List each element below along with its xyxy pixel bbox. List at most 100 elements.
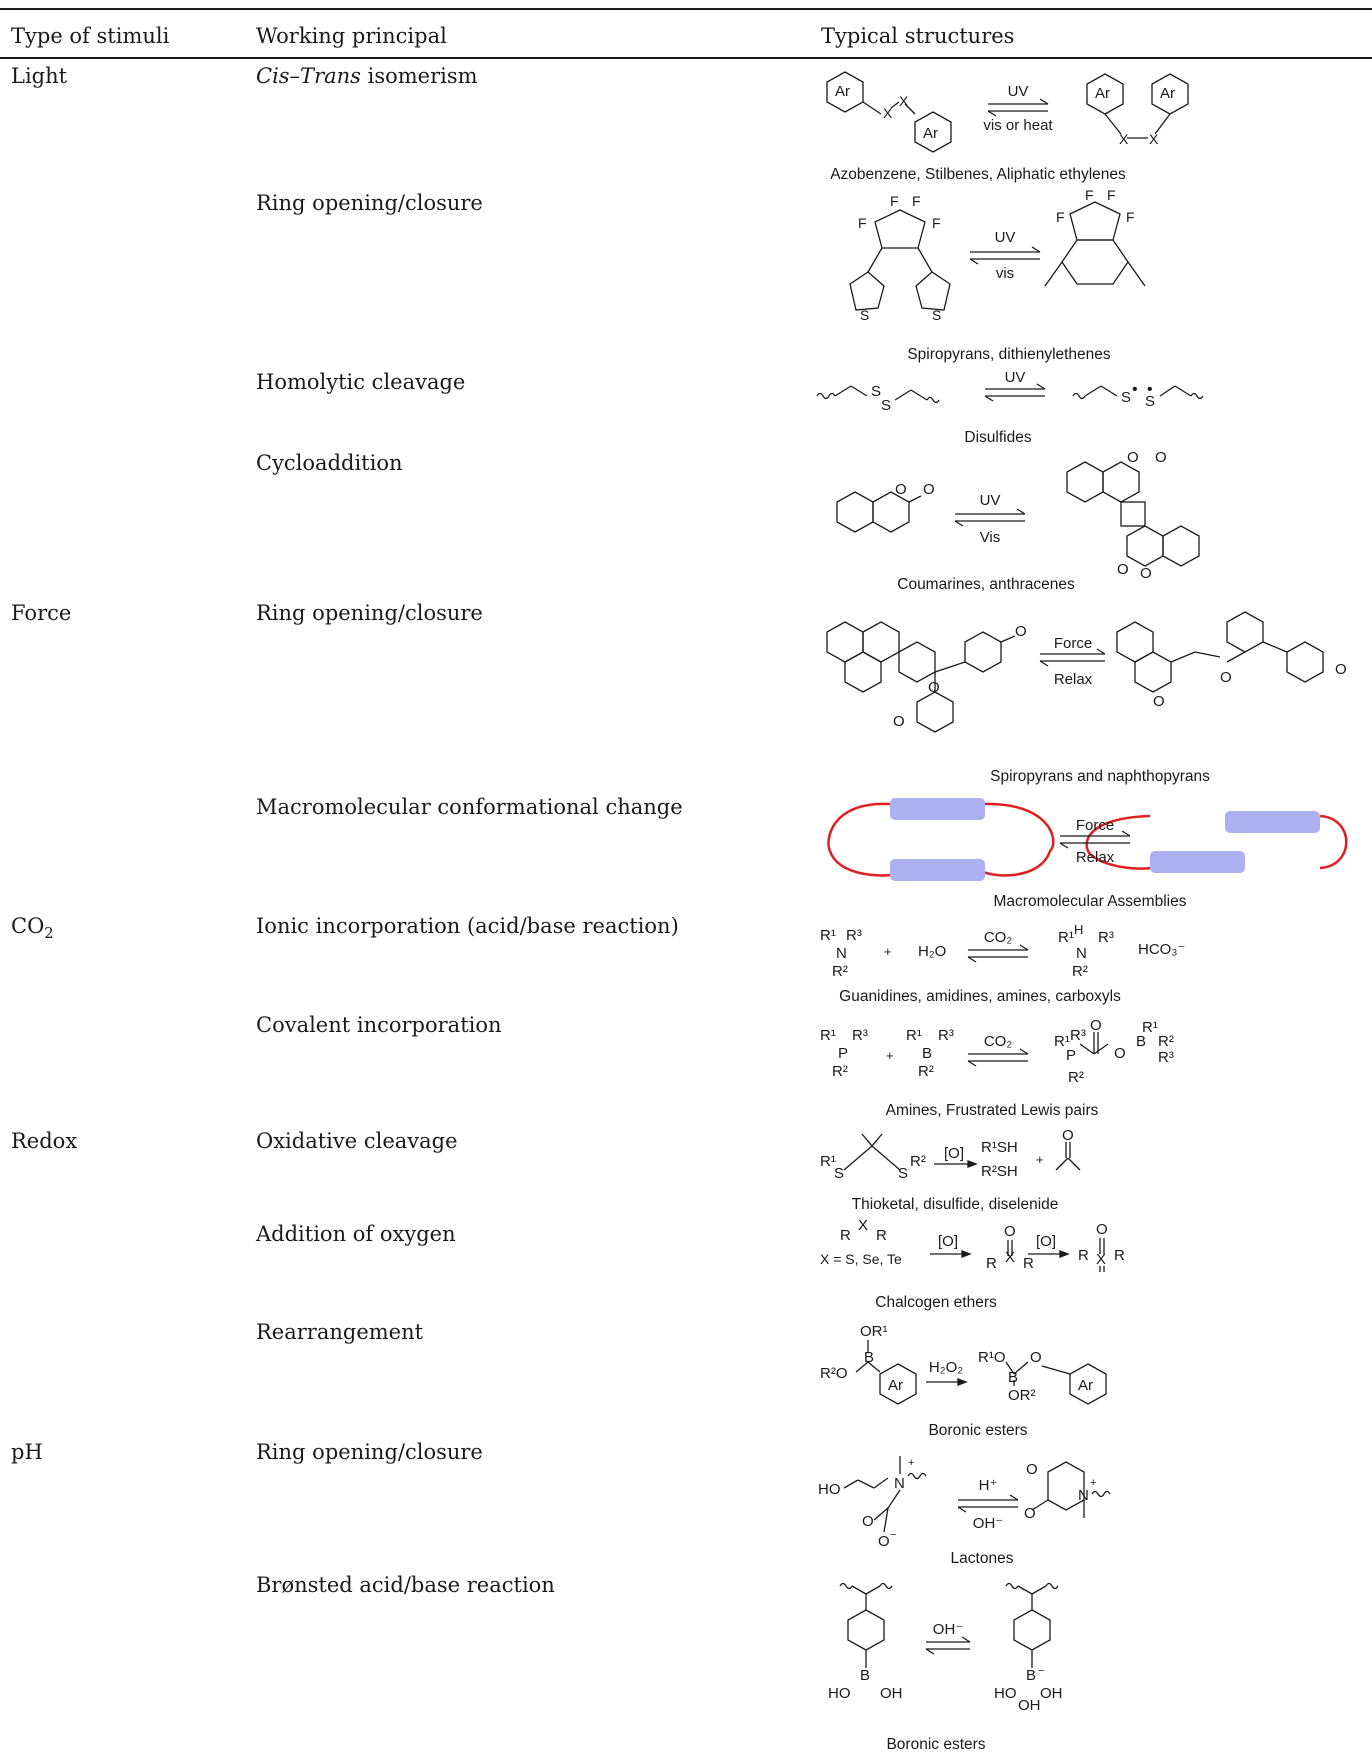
svg-text:S: S [871,383,881,400]
principle-cycloaddition: Cycloaddition [256,451,403,475]
svg-text:S: S [1121,389,1131,406]
svg-text:Relax: Relax [1054,671,1093,688]
svg-text:X: X [1096,1251,1106,1268]
svg-text:R¹: R¹ [1058,929,1074,946]
svg-text:R³: R³ [938,1027,954,1044]
caption-dithienylethene: Spiropyrans, dithienylethenes [907,346,1111,363]
svg-text:Vis: Vis [980,529,1001,546]
principle-rearrangement: Rearrangement [256,1320,424,1344]
svg-text:Force: Force [1076,817,1114,834]
svg-text:•: • [1147,381,1153,398]
svg-text:R²O: R²O [820,1365,848,1382]
svg-text:P: P [838,1045,848,1062]
svg-text:R: R [840,1227,851,1244]
svg-text:−: − [1038,1665,1044,1677]
caption-covalent: Amines, Frustrated Lewis pairs [885,1102,1099,1119]
svg-text:+: + [1090,1477,1096,1489]
svg-text:Ar: Ar [1095,85,1110,102]
svg-text:R: R [1023,1255,1034,1272]
svg-text:F: F [1056,209,1065,225]
svg-text:+: + [884,944,892,959]
principle-ring-opening-ph: Ring opening/closure [256,1440,483,1464]
svg-text:B: B [922,1045,932,1062]
principle-cis-trans-rest: isomerism [360,64,478,88]
svg-text:S: S [898,1165,908,1182]
table-header-rule [0,57,1372,59]
svg-text:R¹O: R¹O [978,1349,1006,1366]
svg-text:R: R [986,1255,997,1272]
principle-oxidative-cleavage: Oxidative cleavage [256,1129,458,1153]
svg-text:O: O [1220,669,1232,686]
svg-text:X: X [1005,1249,1015,1266]
principle-homolytic-cleavage: Homolytic cleavage [256,370,466,394]
svg-text:OR²: OR² [1008,1387,1036,1404]
svg-text:N: N [1076,945,1087,962]
svg-text:B: B [864,1349,874,1366]
svg-text:S: S [1145,393,1155,410]
caption-macromolecular: Macromolecular Assemblies [993,893,1187,910]
svg-text:Ar: Ar [835,83,850,100]
svg-text:O: O [1153,693,1165,710]
principle-cis-trans: Cis–Trans isomerism [256,64,478,88]
svg-text:UV: UV [995,229,1016,246]
svg-text:[O]: [O] [938,1233,958,1250]
svg-text:O: O [893,713,905,730]
svg-text:R¹: R¹ [1142,1019,1158,1036]
svg-text:F: F [1126,209,1135,225]
stimulus-redox: Redox [11,1129,78,1153]
svg-text:R²: R² [832,963,848,980]
svg-text:R²: R² [1158,1033,1174,1050]
svg-text:+: + [886,1048,894,1063]
svg-text:HO: HO [994,1685,1017,1702]
svg-text:O: O [862,1513,874,1530]
svg-text:S: S [834,1165,844,1182]
principle-covalent-incorporation: Covalent incorporation [256,1013,502,1037]
svg-text:B: B [1008,1369,1018,1386]
svg-text:HO: HO [828,1685,851,1702]
svg-text:X: X [899,93,909,109]
caption-azobenzene: Azobenzene, Stilbenes, Aliphatic ethylen… [830,166,1126,183]
header-typical-structures: Typical structures [821,24,1015,48]
svg-text:[O]: [O] [944,1145,964,1162]
svg-text:B: B [860,1667,870,1684]
svg-text:Ar: Ar [1160,85,1175,102]
svg-text:vis or heat: vis or heat [983,117,1053,134]
svg-text:O: O [1155,449,1167,466]
svg-text:S: S [881,397,891,414]
svg-text:R¹SH: R¹SH [981,1139,1018,1156]
svg-text:N: N [1078,1487,1089,1504]
svg-text:X: X [1149,131,1159,147]
caption-ionic: Guanidines, amidines, amines, carboxyls [839,988,1121,1005]
structure-disulfide: SS S• S• UV [816,369,1204,414]
svg-text:CO₂: CO₂ [984,929,1013,946]
svg-text:R³: R³ [852,1027,868,1044]
svg-text:O: O [1127,449,1139,466]
svg-text:R²: R² [1068,1069,1084,1086]
svg-text:B: B [1136,1033,1146,1050]
svg-text:[O]: [O] [1036,1233,1056,1250]
svg-text:R: R [1114,1247,1125,1264]
svg-text:X: X [883,105,893,121]
svg-text:R³: R³ [1098,929,1114,946]
svg-text:O: O [1090,1017,1102,1034]
svg-text:Ar: Ar [888,1377,903,1394]
svg-text:O: O [1140,565,1152,582]
svg-text:R³: R³ [1158,1049,1174,1066]
svg-text:F: F [1085,187,1094,203]
svg-text:H₂O: H₂O [918,943,946,960]
svg-text:B: B [1026,1667,1036,1684]
svg-text:X = S, Se, Te: X = S, Se, Te [820,1251,902,1267]
svg-text:O: O [1026,1461,1038,1478]
svg-text:F: F [858,215,867,231]
svg-text:R²: R² [832,1063,848,1080]
stimulus-co2-main: CO [11,914,45,938]
svg-text:R²SH: R²SH [981,1163,1018,1180]
caption-disulfide: Disulfides [964,429,1032,446]
svg-text:R¹: R¹ [820,1027,836,1044]
svg-text:O: O [923,481,935,498]
stimulus-co2-sub: 2 [44,925,54,943]
